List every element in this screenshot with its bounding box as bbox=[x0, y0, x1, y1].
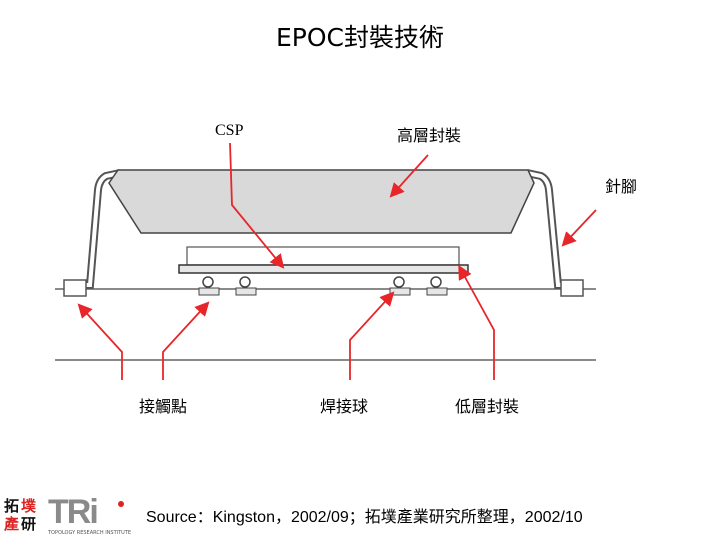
logo-mark: TRi bbox=[48, 498, 97, 526]
solder-ball bbox=[235, 276, 257, 296]
label-solder-ball: 焊接球 bbox=[320, 397, 369, 416]
contact-point-arrow-right bbox=[162, 301, 210, 380]
solder-balls bbox=[198, 276, 448, 296]
csp-die bbox=[186, 246, 460, 266]
logo-char: 產 bbox=[4, 515, 20, 533]
pin-arrow bbox=[561, 209, 597, 247]
upper-package bbox=[108, 169, 535, 234]
solder-ball-arrow bbox=[349, 291, 395, 380]
slide-title: EPOC封裝技術 bbox=[275, 23, 444, 52]
label-lower-package: 低層封裝 bbox=[455, 397, 520, 416]
left-pin bbox=[63, 169, 121, 297]
logo-subtitle: TOPOLOGY RESEARCH INSTITUTE bbox=[48, 530, 132, 536]
tri-logo: 拓 墣 產 研 TRi TOPOLOGY RESEARCH INSTITUTE bbox=[4, 498, 134, 538]
label-upper-package: 高層封裝 bbox=[397, 126, 462, 145]
logo-char: 拓 bbox=[4, 497, 20, 515]
source-note: Source：Kingston，2002/09；拓墣產業研究所整理，2002/1… bbox=[146, 509, 583, 526]
label-csp: CSP bbox=[215, 122, 244, 139]
logo-dot bbox=[118, 501, 124, 507]
upper-package-arrow bbox=[389, 154, 429, 198]
logo-char: 墣 bbox=[21, 497, 37, 515]
lower-package-pointer bbox=[458, 264, 495, 380]
csp-pointer bbox=[229, 142, 285, 269]
label-pin: 針腳 bbox=[605, 177, 638, 196]
right-pin bbox=[526, 169, 584, 297]
contact-point-arrow-left bbox=[77, 303, 123, 380]
logo-char: 研 bbox=[21, 515, 37, 533]
solder-ball bbox=[389, 276, 411, 296]
solder-ball bbox=[198, 276, 220, 296]
solder-ball bbox=[426, 276, 448, 296]
lower-package-substrate bbox=[178, 264, 469, 274]
label-contact-point: 接觸點 bbox=[139, 397, 188, 416]
